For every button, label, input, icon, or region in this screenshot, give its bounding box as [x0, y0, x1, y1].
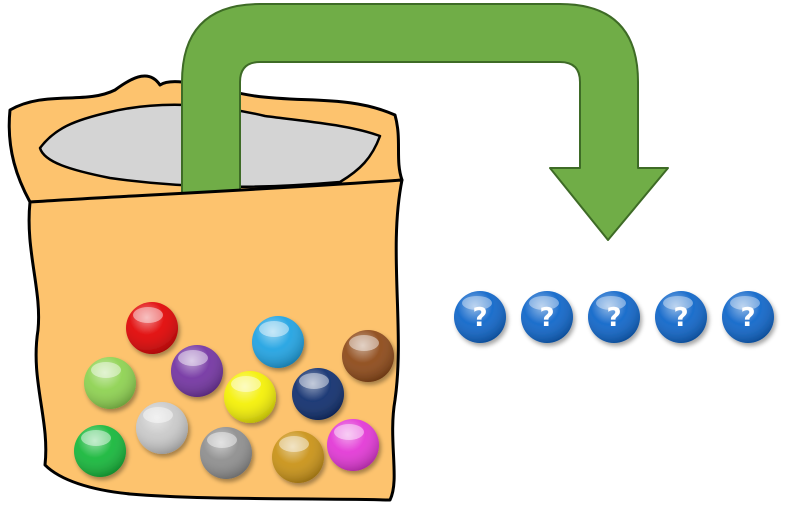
marble-cyan: [252, 316, 304, 368]
marble-green: [74, 425, 126, 477]
marble-red: [126, 302, 178, 354]
marble-silver: [136, 402, 188, 454]
question-mark-label: ?: [606, 303, 621, 333]
marble-brown: [342, 330, 394, 382]
marble-magenta: [327, 419, 379, 471]
unknown-marble: ?: [521, 291, 573, 343]
question-mark-label: ?: [539, 303, 554, 333]
question-mark-label: ?: [673, 303, 688, 333]
unknown-marble: ?: [454, 291, 506, 343]
marble-gray: [200, 427, 252, 479]
unknown-marble: ?: [655, 291, 707, 343]
bag-body: [27, 178, 404, 502]
unknown-marble-row: ?????: [454, 291, 774, 343]
marble-light-green: [84, 357, 136, 409]
marble-purple: [171, 345, 223, 397]
marble-gold: [272, 431, 324, 483]
bag-marbles: [74, 302, 394, 483]
marble-navy: [292, 368, 344, 420]
draw-arrow: [181, 3, 669, 241]
question-mark-label: ?: [472, 303, 487, 333]
question-mark-label: ?: [740, 303, 755, 333]
unknown-marble: ?: [722, 291, 774, 343]
unknown-marble: ?: [588, 291, 640, 343]
marble-yellow: [224, 371, 276, 423]
